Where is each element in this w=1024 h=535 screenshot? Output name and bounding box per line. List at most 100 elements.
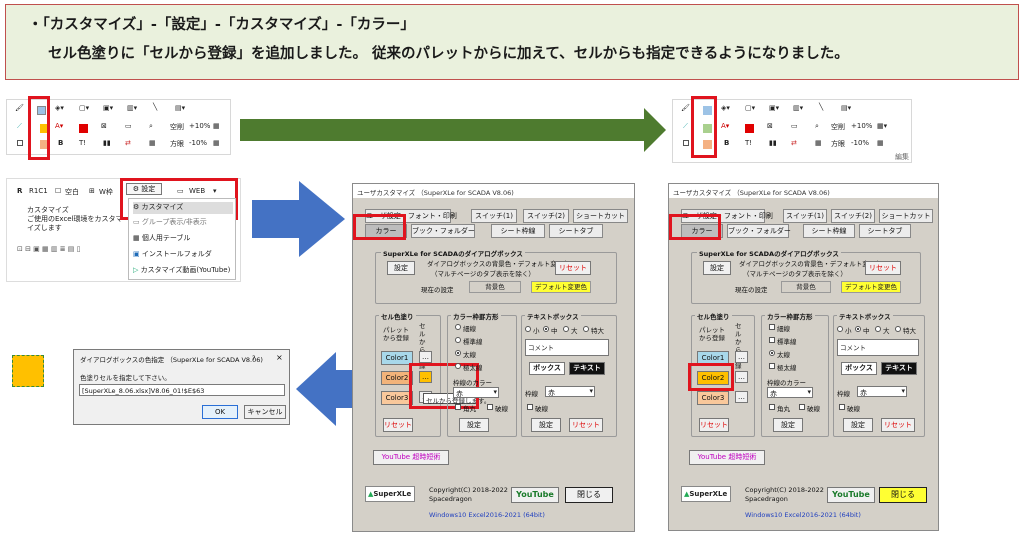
grid-icon[interactable]: ▤▾: [841, 104, 852, 112]
cell-icon[interactable]: ▣▾: [103, 104, 114, 112]
box-button[interactable]: ボックス: [841, 362, 877, 375]
waku-select[interactable]: 赤: [857, 386, 907, 397]
web-button[interactable]: WEB: [189, 187, 206, 195]
box-button[interactable]: ボックス: [529, 362, 565, 375]
font-color-icon[interactable]: A▾: [55, 122, 64, 130]
empty-box-icon[interactable]: [17, 140, 23, 146]
dialog-settings-button[interactable]: 設定: [703, 261, 731, 275]
radio-xlarge[interactable]: [583, 326, 589, 332]
zoom-icon[interactable]: ⌕: [149, 122, 153, 130]
check-extra-thick[interactable]: [769, 363, 775, 369]
textbox-hasen-checkbox[interactable]: [839, 404, 845, 410]
radio-thin[interactable]: [455, 324, 461, 330]
grid-icon[interactable]: ▤▾: [175, 104, 186, 112]
orange-swatch[interactable]: [40, 124, 49, 133]
t-icon[interactable]: T!: [79, 139, 87, 147]
column-icon[interactable]: ▥▾: [793, 104, 804, 112]
radio-medium[interactable]: [855, 326, 861, 332]
red-swatch[interactable]: [79, 124, 88, 133]
table-icon[interactable]: ▦: [213, 122, 220, 130]
waku-select[interactable]: 赤: [545, 386, 595, 397]
chip-icon[interactable]: ▢▾: [745, 104, 756, 112]
color1-button[interactable]: Color1: [381, 351, 413, 365]
blank-swatch[interactable]: [37, 106, 46, 115]
color2-cell-button[interactable]: …: [419, 371, 432, 383]
color2-button[interactable]: Color2: [381, 371, 413, 385]
check-standard[interactable]: [769, 337, 775, 343]
frame-set-button[interactable]: 設定: [459, 418, 489, 432]
tab-shortcut[interactable]: ショートカット: [879, 209, 933, 223]
line-icon[interactable]: ╲: [819, 103, 824, 111]
peach-swatch[interactable]: [703, 140, 712, 149]
radio-thick[interactable]: [769, 350, 775, 356]
brush-icon[interactable]: 🖌: [681, 104, 690, 112]
radio-extra-thick[interactable]: [455, 363, 461, 369]
cell-ref-input[interactable]: [SuperXLe_8.06.xlsx]V8.06_01!$E$63: [79, 384, 285, 396]
arrows-icon[interactable]: ⇄: [791, 139, 797, 147]
dialog-settings-button[interactable]: 設定: [387, 261, 415, 275]
brush-icon[interactable]: 🖌: [15, 104, 24, 112]
textbox-reset-button[interactable]: リセット: [881, 418, 915, 432]
bold-icon[interactable]: B: [58, 139, 64, 147]
green-swatch[interactable]: [703, 124, 712, 133]
settings-dropdown-button[interactable]: ⚙ 設定: [126, 183, 162, 195]
blue-swatch[interactable]: [703, 106, 712, 115]
color3-button[interactable]: Color3: [381, 391, 413, 405]
radio-large[interactable]: [563, 326, 569, 332]
menu-item-video[interactable]: ▷ カスタマイズ動画(YouTube): [133, 265, 230, 275]
hasen-checkbox[interactable]: [487, 404, 493, 410]
close-button[interactable]: ×: [276, 353, 283, 362]
blank-button[interactable]: 空白: [65, 188, 79, 196]
zoom-icon[interactable]: ⌕: [815, 122, 819, 130]
houkou-label[interactable]: 方眼: [831, 140, 845, 148]
help-button[interactable]: ?: [252, 354, 256, 362]
line-icon[interactable]: ╲: [153, 103, 158, 111]
kakumaru-checkbox[interactable]: [455, 404, 461, 410]
cell-icon[interactable]: ▣▾: [769, 104, 780, 112]
color3-button[interactable]: Color3: [697, 391, 729, 405]
chevron-down-icon[interactable]: ▾: [213, 187, 217, 195]
tab-shortcut[interactable]: ショートカット: [573, 209, 628, 223]
kuhaku-label[interactable]: 空削: [170, 123, 184, 131]
youtube-short-button[interactable]: YouTube 超時短術: [373, 450, 449, 465]
youtube-short-button[interactable]: YouTube 超時短術: [689, 450, 765, 465]
copy-icon[interactable]: ▭: [125, 122, 132, 130]
shape-icon[interactable]: ◈▾: [721, 104, 730, 112]
menu-item-customize[interactable]: ⚙ カスタマイズ: [133, 202, 233, 214]
r1c1-button[interactable]: R1C1: [29, 187, 48, 195]
chip-icon[interactable]: ▢▾: [79, 104, 90, 112]
color2-cell-button[interactable]: …: [735, 371, 748, 383]
radio-standard[interactable]: [455, 337, 461, 343]
chart-icon[interactable]: ▮▮: [103, 139, 111, 147]
zoom-minus-label[interactable]: -10%: [851, 139, 870, 147]
table3-icon[interactable]: ▦: [877, 139, 884, 147]
frame-icon[interactable]: ⊠: [767, 122, 773, 130]
table3-icon[interactable]: ▦: [213, 139, 220, 147]
table-icon[interactable]: ▦▾: [877, 122, 888, 130]
color2-button[interactable]: Color2: [697, 371, 729, 385]
tab-switch2[interactable]: スイッチ(2): [523, 209, 569, 223]
textbox-hasen-checkbox[interactable]: [527, 404, 533, 410]
peach-swatch[interactable]: [40, 140, 49, 149]
text-button[interactable]: テキスト: [881, 362, 917, 375]
tab-color[interactable]: カラー: [365, 224, 407, 238]
arrows-icon[interactable]: ⇄: [125, 139, 131, 147]
frame-color-select[interactable]: 赤: [767, 387, 813, 398]
radio-medium[interactable]: [543, 326, 549, 332]
menu-item-install-folder[interactable]: ▣ インストールフォルダ: [133, 249, 212, 259]
dialog-reset-button[interactable]: リセット: [555, 261, 591, 275]
w-button[interactable]: W枠: [99, 188, 113, 196]
tab-book-folder[interactable]: ブック・フォルダー: [727, 224, 791, 238]
comment-input[interactable]: コメント: [525, 339, 609, 356]
zoom-minus-label[interactable]: -10%: [189, 139, 208, 147]
zoom-plus-label[interactable]: +10%: [851, 122, 873, 130]
tab-sheet-tab[interactable]: シートタブ: [859, 224, 911, 238]
comment-input[interactable]: コメント: [837, 339, 919, 356]
cell-reset-button[interactable]: リセット: [383, 418, 413, 432]
bold-icon[interactable]: B: [724, 139, 730, 147]
check-icon[interactable]: ⟋: [17, 122, 22, 130]
shape-icon[interactable]: ◈▾: [55, 104, 64, 112]
frame-color-select[interactable]: 赤: [453, 387, 499, 398]
check-icon[interactable]: ⟋: [683, 122, 688, 130]
tab-book-folder[interactable]: ブック・フォルダー: [411, 224, 475, 238]
